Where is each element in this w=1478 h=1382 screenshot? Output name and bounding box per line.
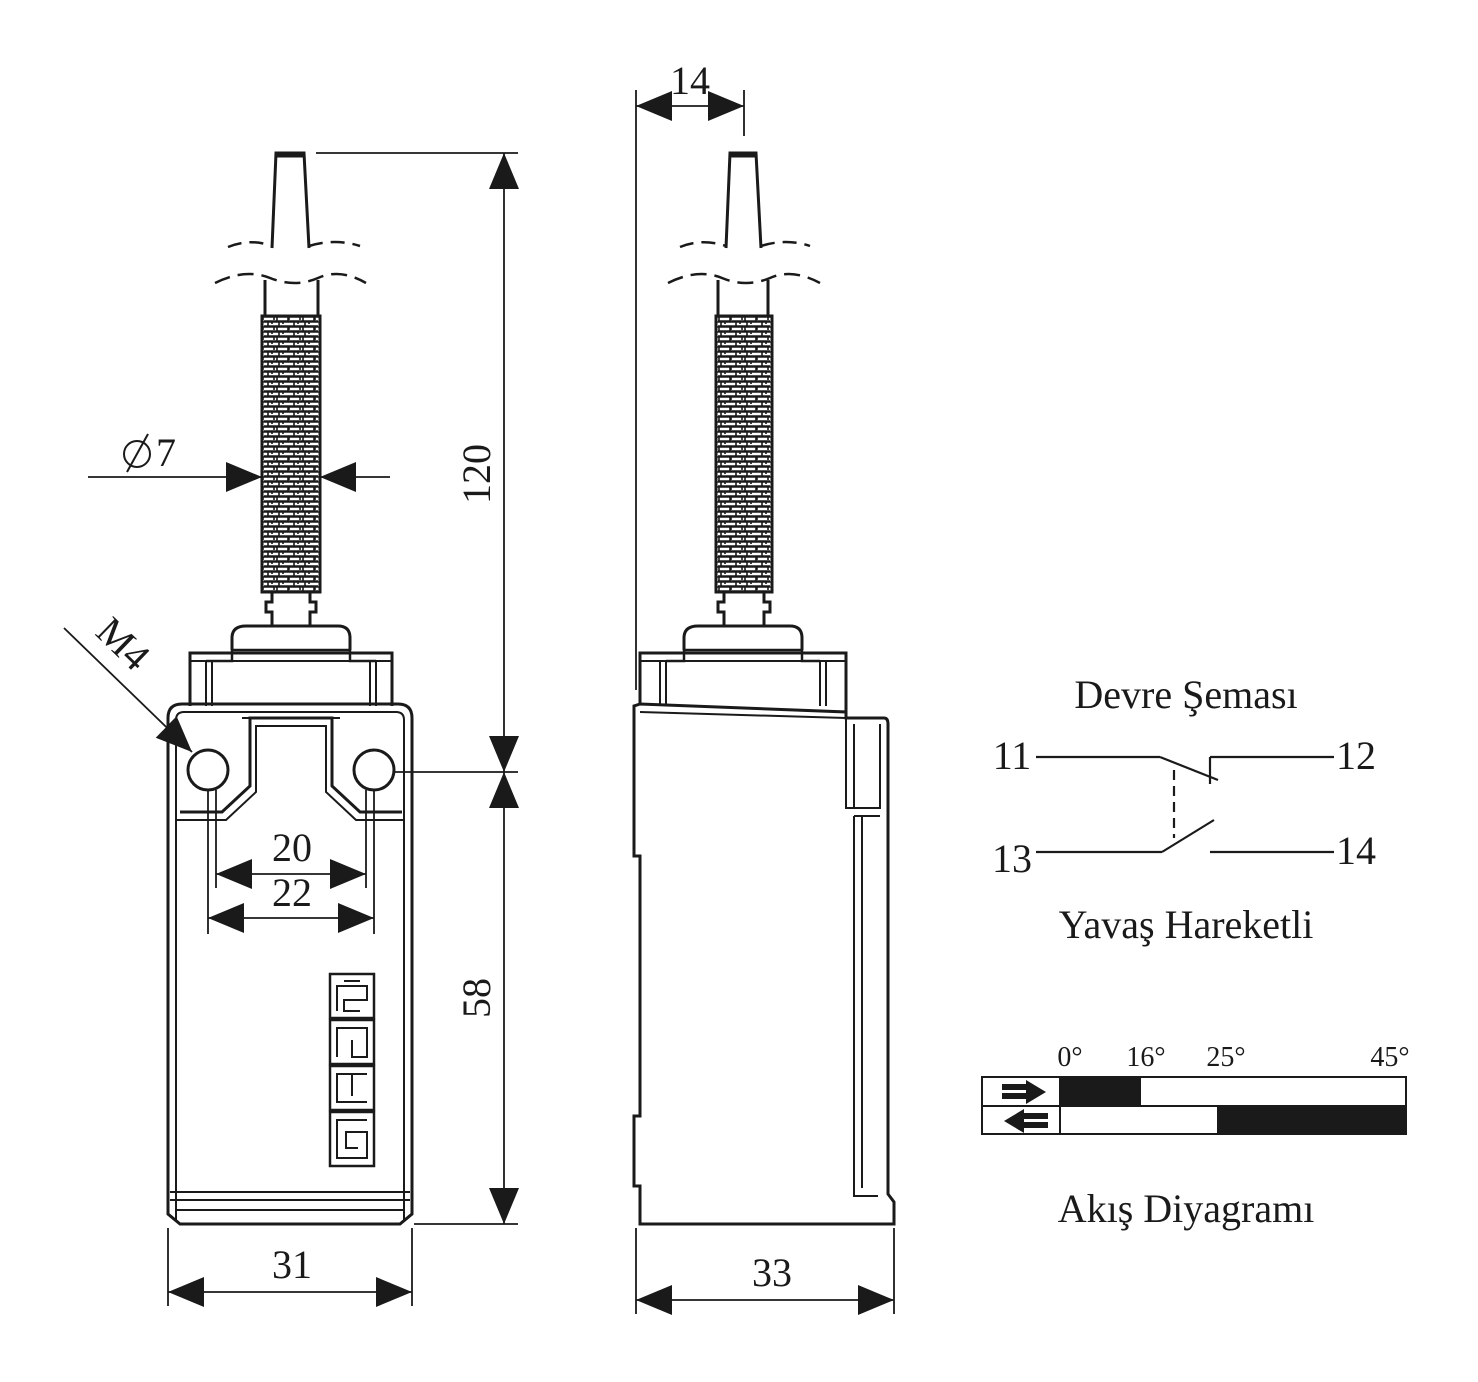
flow-bar-return [1217,1105,1407,1135]
dim-20-label: 20 [272,825,312,870]
front-view: 31 7 20 22 M4 120 58 [63,151,519,1307]
side-rod [667,151,821,650]
thread-leader [63,627,193,753]
dim-31-label: 31 [272,1242,312,1287]
dim-33-label: 33 [752,1250,792,1295]
front-rod [214,151,367,650]
dim-120-label: 120 [454,444,499,504]
side-dimensions [635,90,895,1315]
circuit-subtitle: Yavaş Hareketli [1059,902,1314,947]
angle-25: 25° [1206,1042,1245,1073]
terminal-13: 13 [992,836,1032,881]
angle-45: 45° [1370,1042,1409,1073]
angle-16: 16° [1126,1042,1165,1073]
dim-7-label: 7 [156,430,176,475]
dim-58-label: 58 [454,978,499,1018]
side-head [638,648,848,712]
terminal-14: 14 [1336,828,1376,873]
diameter-label: 7 [123,430,176,475]
flow-title: Akış Diyagramı [1058,1186,1315,1231]
flow-diagram: 0° 16° 25° 45° Akış Diyagramı [981,1042,1410,1231]
arrow-right-icon [1002,1080,1046,1104]
mount-hole-left [186,748,230,792]
terminal-11: 11 [993,733,1032,778]
circuit-lines [1036,755,1334,854]
dim-14-label: 14 [670,58,710,103]
front-body [166,702,414,1226]
dim-22-label: 22 [272,870,312,915]
flow-table [981,1076,1407,1135]
terminal-12: 12 [1336,733,1376,778]
arrow-left-icon [1004,1109,1048,1133]
front-dimensions [63,152,519,1307]
logo-mark [328,972,376,1168]
flow-bar-forward [1059,1076,1141,1107]
thread-label: M4 [88,608,159,679]
side-view: 14 33 [632,58,896,1315]
diameter-symbol-icon [123,440,151,468]
circuit-title: Devre Şeması [1074,672,1297,717]
mount-hole-right [352,748,396,792]
side-body [632,702,896,1226]
circuit-schema: Devre Şeması 11 12 13 14 Yavaş Hareketli [992,672,1376,947]
angle-0: 0° [1057,1042,1082,1073]
front-head [188,648,394,706]
